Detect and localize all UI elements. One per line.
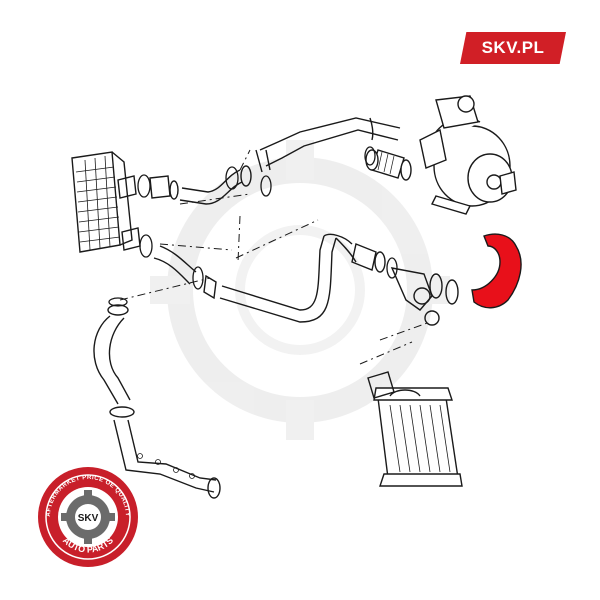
hose-clamps — [108, 146, 398, 307]
middle-charge-pipe[interactable] — [153, 233, 459, 326]
lower-return-hose[interactable] — [93, 304, 221, 499]
turbo-inlet-hose[interactable] — [365, 149, 412, 181]
brand-label: SKV.PL — [481, 38, 545, 57]
leader-lines — [119, 149, 431, 365]
right-intercooler[interactable] — [367, 371, 463, 487]
left-intercooler[interactable] — [71, 151, 141, 253]
turbocharger[interactable] — [419, 95, 517, 215]
quality-seal: SKV AFTERMARKET PRICE OE QUALITY AUTO PA… — [38, 467, 138, 567]
gear-icon — [61, 490, 115, 544]
upper-charge-pipe[interactable] — [149, 117, 401, 205]
intercooler-hose-highlighted[interactable] — [471, 233, 522, 309]
seal-center-text: SKV — [78, 513, 99, 524]
brand-badge[interactable]: SKV.PL — [460, 32, 566, 64]
